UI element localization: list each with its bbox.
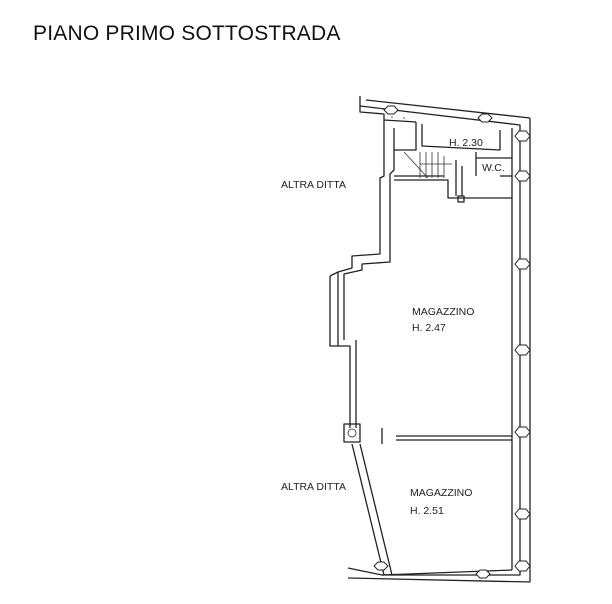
wc-stair-block <box>394 122 512 203</box>
plan-title: PIANO PRIMO SOTTOSTRADA <box>33 22 341 45</box>
magazzino-upper-name: MAGAZZINO <box>412 306 475 318</box>
neighbor-label-upper: ALTRA DITTA <box>281 179 346 191</box>
neighbor-label-lower: ALTRA DITTA <box>281 481 346 493</box>
wc-height-label: H. 2.30 <box>449 137 483 149</box>
magazzino-lower-height: H. 2.51 <box>410 505 444 517</box>
magazzino-lower-name: MAGAZZINO <box>410 487 473 499</box>
wc-name-label: W.C. <box>482 162 505 174</box>
structural-markers <box>373 105 531 579</box>
magazzino-upper-height: H. 2.47 <box>412 322 446 334</box>
